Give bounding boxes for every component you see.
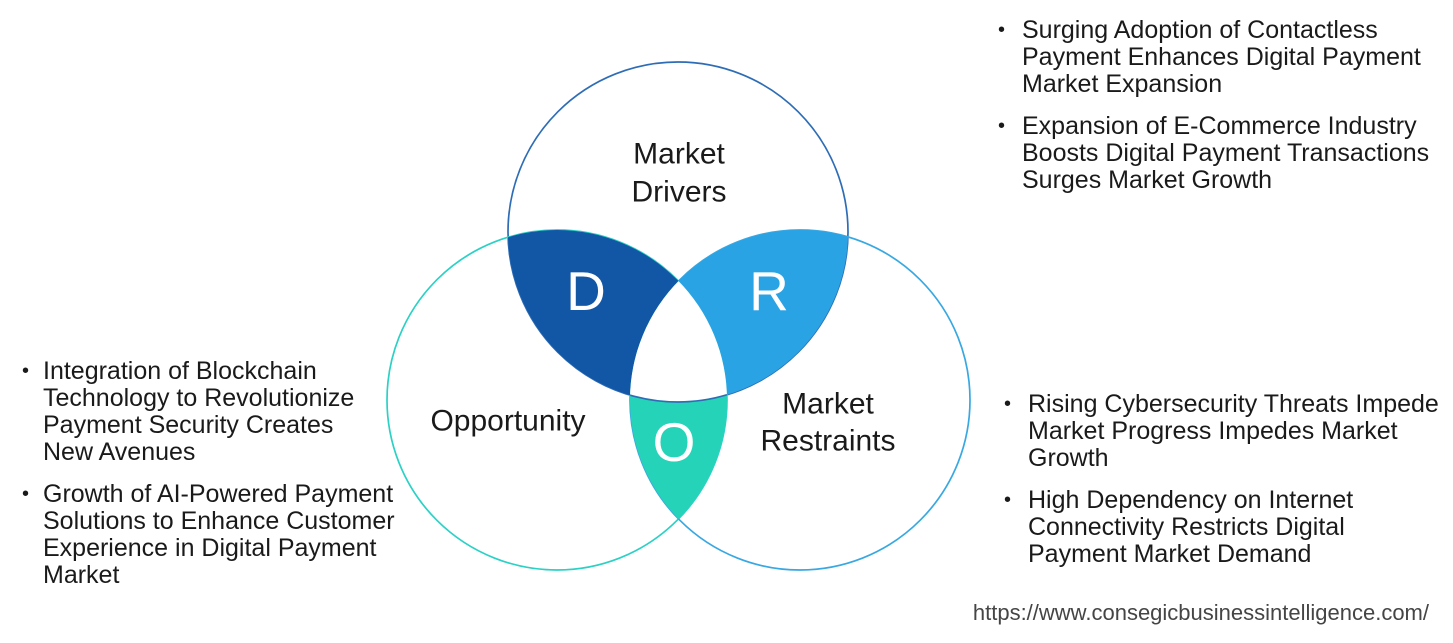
bullet-line: Surging Adoption of Contactless <box>1022 16 1378 44</box>
restraints-label-line1: Market <box>782 388 874 421</box>
bullet-icon: • <box>1004 489 1012 511</box>
bullet-line: High Dependency on Internet <box>1028 486 1354 514</box>
bullet-line: Integration of Blockchain <box>43 357 317 385</box>
drivers-label-line2: Drivers <box>632 176 727 209</box>
restraints-letter: R <box>749 260 789 322</box>
bullet-text: Surging Adoption of Contactless Payment … <box>1022 17 1421 98</box>
bullet-icon: • <box>1004 393 1012 415</box>
bullet-item: • Growth of AI-Powered Payment Solutions… <box>22 481 395 589</box>
bullet-text: Growth of AI-Powered Payment Solutions t… <box>43 481 395 589</box>
bullet-text: Rising Cybersecurity Threats Impede Mark… <box>1028 391 1439 472</box>
bullet-line: Experience in Digital Payment <box>43 534 377 562</box>
bullet-line: Market <box>43 561 120 589</box>
bullet-line: Market Expansion <box>1022 70 1223 98</box>
bullet-line: Growth <box>1028 444 1109 472</box>
bullet-line: Payment Security Creates <box>43 411 334 439</box>
bullet-line: Market Progress Impedes Market <box>1028 417 1398 445</box>
opportunity-notes-panel: • Integration of Blockchain Technology t… <box>22 358 395 589</box>
bullet-item: • Expansion of E-Commerce Industry Boost… <box>998 113 1429 194</box>
bullet-line: Growth of AI-Powered Payment <box>43 480 394 508</box>
bullet-icon: • <box>22 360 30 382</box>
bullet-icon: • <box>998 115 1006 137</box>
drivers-label-line1: Market <box>633 138 725 171</box>
bullet-line: Solutions to Enhance Customer <box>43 507 395 535</box>
bullet-line: Payment Enhances Digital Payment <box>1022 43 1421 71</box>
opportunity-label: Opportunity <box>430 405 585 438</box>
bullet-text: Expansion of E-Commerce Industry Boosts … <box>1022 113 1429 194</box>
drivers-circle-arc-segment <box>630 230 727 403</box>
bullet-line: Rising Cybersecurity Threats Impede <box>1028 390 1439 418</box>
source-url[interactable]: https://www.consegicbusinessintelligence… <box>972 600 1429 625</box>
bullet-line: Connectivity Restricts Digital <box>1028 513 1345 541</box>
bullet-line: New Avenues <box>43 438 196 466</box>
bullet-item: • Integration of Blockchain Technology t… <box>22 358 395 466</box>
bullet-item: • High Dependency on Internet Connectivi… <box>1004 487 1439 568</box>
restraints-label-line2: Restraints <box>760 425 895 458</box>
bullet-item: • Rising Cybersecurity Threats Impede Ma… <box>1004 391 1439 472</box>
drivers-notes-panel: • Surging Adoption of Contactless Paymen… <box>998 17 1429 194</box>
opportunity-letter: O <box>653 411 696 473</box>
restraints-notes-panel: • Rising Cybersecurity Threats Impede Ma… <box>1004 391 1439 568</box>
drivers-letter: D <box>566 260 606 322</box>
bullet-item: • Surging Adoption of Contactless Paymen… <box>998 17 1429 98</box>
bullet-text: Integration of Blockchain Technology to … <box>43 358 354 466</box>
bullet-line: Payment Market Demand <box>1028 540 1312 568</box>
bullet-text: High Dependency on Internet Connectivity… <box>1028 487 1353 568</box>
bullet-icon: • <box>998 19 1006 41</box>
bullet-line: Expansion of E-Commerce Industry <box>1022 112 1417 140</box>
bullet-line: Boosts Digital Payment Transactions <box>1022 139 1430 167</box>
bullet-icon: • <box>22 483 30 505</box>
bullet-line: Surges Market Growth <box>1022 166 1273 194</box>
bullet-line: Technology to Revolutionize <box>43 384 355 412</box>
